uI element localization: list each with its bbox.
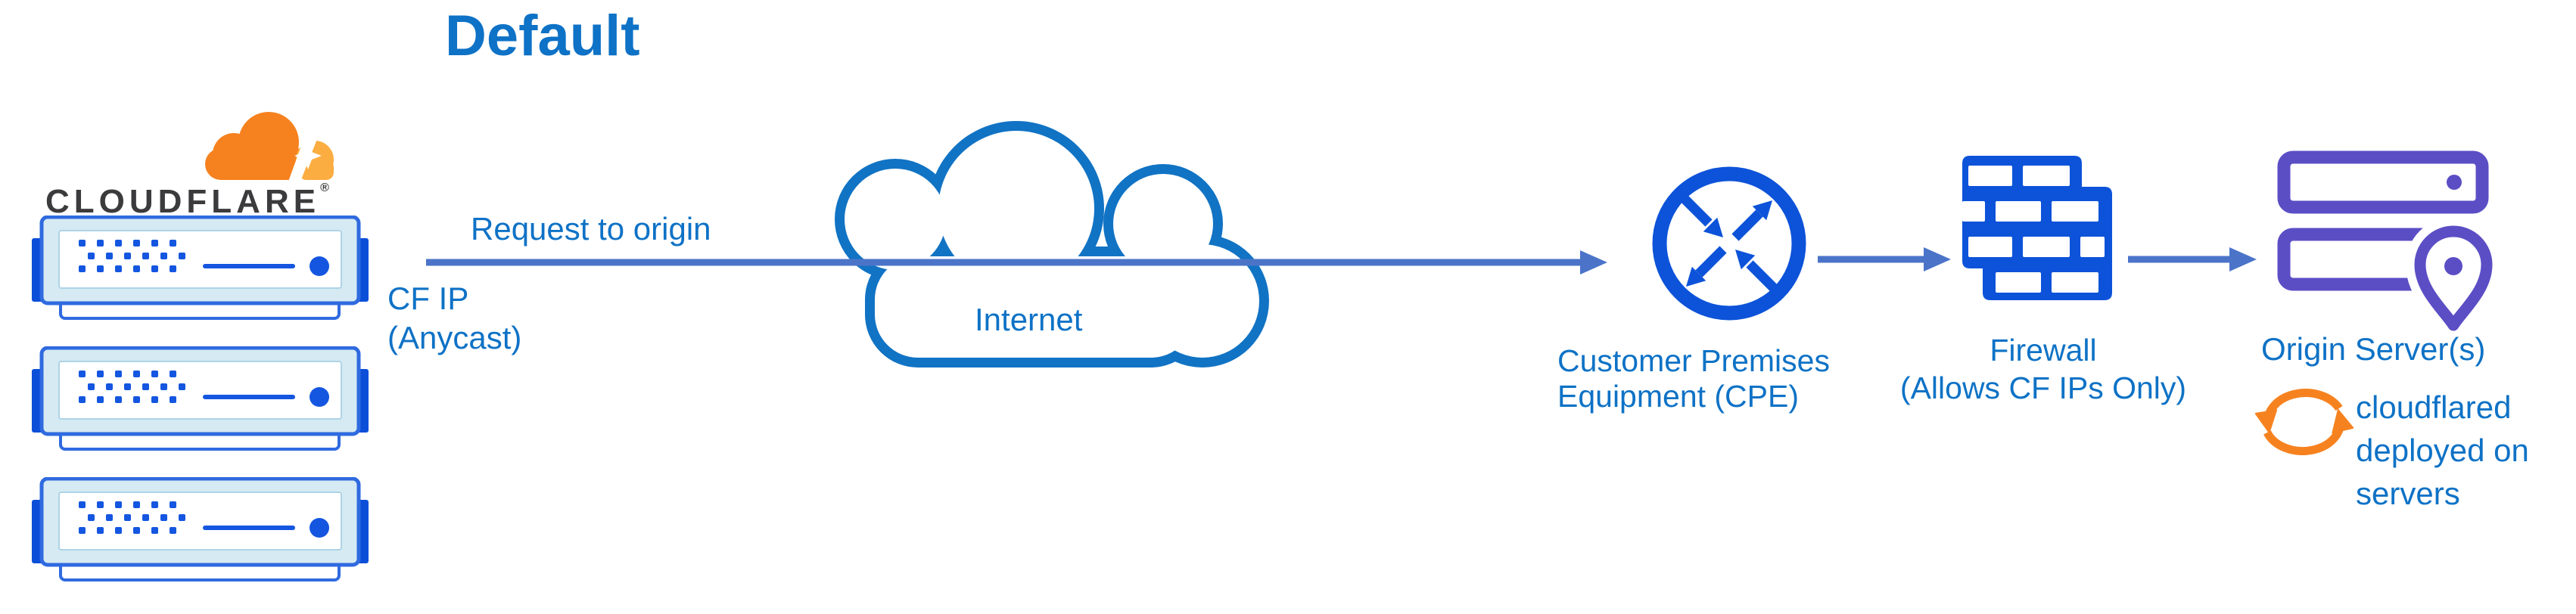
request-to-origin-label: Request to origin (471, 211, 711, 247)
cpe-label-line1: Customer Premises (1557, 343, 1830, 378)
location-pin-icon (2405, 217, 2497, 333)
cpe-to-firewall-arrow (1818, 247, 1951, 271)
firewall-label: Firewall (Allows CF IPs Only) (1862, 331, 2225, 407)
edge-server-icon-2 (32, 346, 369, 452)
firewall-label-line1: Firewall (1990, 333, 2097, 367)
cloudflared-note: cloudflared deployed on servers (2356, 386, 2529, 515)
cloudflared-note-line2: deployed on (2356, 433, 2529, 468)
cpe-label: Customer Premises Equipment (CPE) (1557, 343, 1830, 414)
cloudflared-note-line3: servers (2356, 476, 2460, 511)
edge-server-icon-3 (32, 477, 369, 583)
cf-ip-line2: (Anycast) (387, 320, 522, 355)
cpe-router-icon (1650, 164, 1809, 323)
edge-server-icon-1 (32, 216, 369, 321)
cf-ip-line1: CF IP (387, 281, 469, 316)
cloudflared-sync-icon (2255, 380, 2354, 455)
internet-label: Internet (975, 302, 1083, 337)
cloudflare-wordmark: CLOUDFLARE® (45, 181, 329, 221)
brand-name: CLOUDFLARE (45, 183, 321, 220)
firewall-brick-icon (1960, 156, 2114, 300)
request-arrow (426, 250, 1607, 274)
firewall-to-origin-arrow (2128, 247, 2257, 271)
origin-servers-label: Origin Server(s) (2261, 331, 2486, 367)
internet-cloud-icon (821, 119, 1275, 374)
origin-server-icon (2270, 144, 2497, 333)
cloudflare-logo-icon (193, 110, 337, 181)
page-title: Default (445, 4, 640, 68)
registered-mark: ® (320, 181, 329, 194)
firewall-label-line2: (Allows CF IPs Only) (1899, 371, 2187, 405)
cloudflared-note-line1: cloudflared (2356, 389, 2512, 425)
cf-ip-anycast-label: CF IP (Anycast) (387, 279, 521, 358)
cpe-label-line2: Equipment (CPE) (1557, 379, 1800, 414)
